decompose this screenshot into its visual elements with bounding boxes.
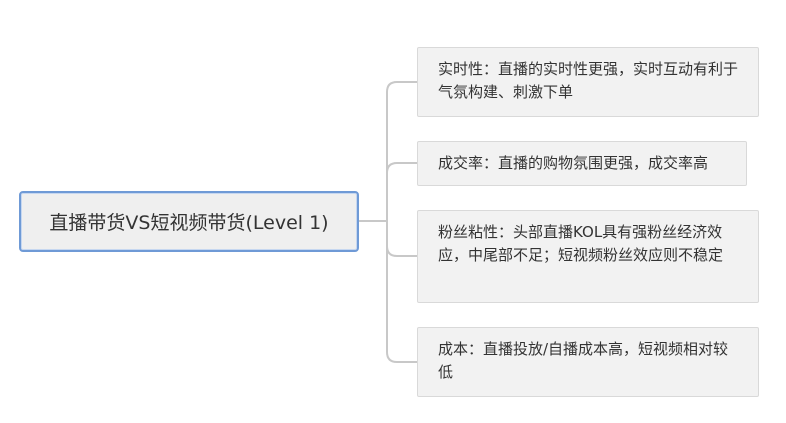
branch-connector-4 [386,221,417,363]
branch-connector-2 [386,162,417,221]
subtopic-node-conversion-rate[interactable]: 成交率：直播的购物氛围更强，成交率高 [417,141,747,186]
subtopic-node-realtime[interactable]: 实时性：直播的实时性更强，实时互动有利于气氛构建、刺激下单 [417,47,759,117]
branch-connector-1 [386,81,417,221]
branch-connector-3 [386,221,417,257]
subtopic-node-cost[interactable]: 成本：直播投放/自播成本高，短视频相对较低 [417,327,759,397]
subtopic-node-fan-stickiness[interactable]: 粉丝粘性：头部直播KOL具有强粉丝经济效应，中尾部不足；短视频粉丝效应则不稳定 [417,210,759,303]
root-topic-node[interactable]: 直播带货VS短视频带货(Level 1) [19,191,359,252]
